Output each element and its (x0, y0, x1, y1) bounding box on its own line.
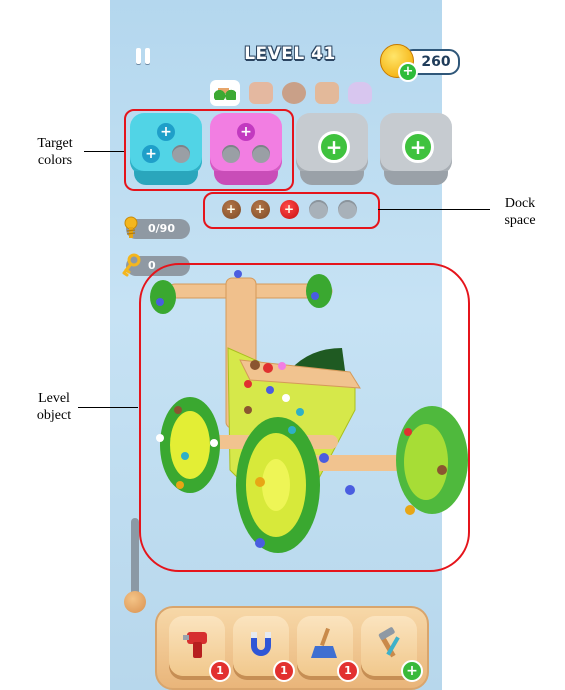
screw-cyan: + (142, 145, 160, 163)
box-icon (249, 82, 273, 104)
level-object-highlight (139, 263, 470, 572)
dock-slot-screw-brown[interactable]: + (250, 199, 270, 219)
drill-icon (183, 632, 207, 658)
bunny-icon (348, 82, 372, 104)
target-box-cyan[interactable]: + + (130, 113, 202, 185)
hammer-wrench-icon (378, 627, 400, 658)
booster-bar: 1 1 1 + (155, 606, 429, 690)
locked-box-2[interactable]: + (380, 113, 452, 185)
magnet-booster-button[interactable]: 1 (233, 616, 295, 682)
annotation-arrow (378, 209, 490, 210)
key-icon (122, 253, 141, 277)
booster-count-badge: 1 (273, 660, 295, 682)
screw-cyan: + (157, 123, 175, 141)
annotation-arrow (84, 151, 124, 152)
target-colors-highlight (124, 109, 294, 191)
screw-counter: 0/90 (120, 216, 190, 239)
level-object-bike[interactable] (110, 260, 470, 580)
magnet-icon (251, 632, 271, 656)
dock-slots: + + + (200, 193, 378, 225)
bear-icon (282, 82, 306, 104)
empty-hole (172, 145, 190, 163)
coin-counter[interactable]: 260 + (380, 44, 464, 82)
unlock-plus-icon[interactable]: + (402, 131, 434, 163)
annotation-arrow (78, 407, 138, 408)
screw-icon (124, 216, 138, 238)
add-coins-icon[interactable]: + (398, 62, 418, 82)
zoom-slider-track[interactable] (131, 518, 139, 600)
hammer-wrench-booster-button[interactable]: + (361, 616, 423, 682)
broom-booster-button[interactable]: 1 (297, 616, 359, 682)
locked-box-1[interactable]: + (296, 113, 368, 185)
screw-count: 0/90 (126, 219, 190, 239)
booster-count-badge: 1 (209, 660, 231, 682)
drill-booster-button[interactable]: 1 (169, 616, 231, 682)
dock-slot-empty (337, 199, 357, 219)
annotation-level-object: Level object (36, 391, 72, 423)
annotation-target-colors: Target colors (37, 136, 73, 168)
target-box-pink[interactable]: + (210, 113, 282, 185)
dock-space-highlight (203, 192, 380, 229)
annotation-dock-space: Dock space (504, 196, 536, 228)
empty-hole (252, 145, 270, 163)
tricycle-icon (210, 80, 240, 106)
unlock-plus-icon[interactable]: + (318, 131, 350, 163)
level-title: LEVEL 41 (244, 44, 336, 64)
empty-hole (222, 145, 240, 163)
dock-slot-screw-brown[interactable]: + (221, 199, 241, 219)
dock-slot-screw-red[interactable]: + (279, 199, 299, 219)
zoom-slider-knob[interactable] (124, 591, 146, 613)
booster-count-badge: 1 (337, 660, 359, 682)
pause-button[interactable] (136, 48, 150, 64)
crate-icon (315, 82, 339, 104)
broom-icon (311, 627, 337, 658)
booster-add-badge[interactable]: + (401, 660, 423, 682)
screw-pink: + (237, 123, 255, 141)
stage-progress (210, 78, 372, 108)
dock-slot-empty (308, 199, 328, 219)
